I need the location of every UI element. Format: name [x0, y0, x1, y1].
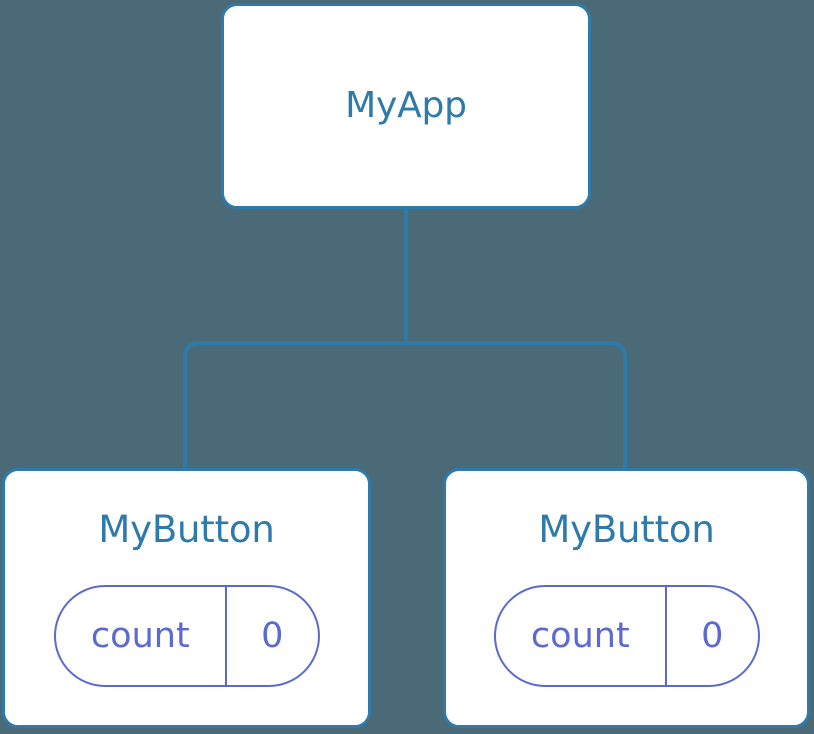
node-card-mybutton-right[interactable]: MyButton count 0	[443, 468, 810, 728]
state-pill-key: count	[56, 587, 228, 685]
state-pill-key-label: count	[90, 615, 190, 656]
state-pill-value: 0	[227, 587, 317, 685]
connector-branch-right	[406, 341, 627, 470]
state-pill-count[interactable]: count 0	[493, 585, 760, 687]
state-pill-value-label: 0	[701, 615, 724, 656]
node-title: MyButton	[538, 508, 715, 551]
node-card-mybutton-left[interactable]: MyButton count 0	[2, 468, 371, 728]
node-title: MyButton	[98, 508, 275, 551]
node-title: MyApp	[345, 85, 467, 126]
state-pill-key-label: count	[530, 615, 630, 656]
state-pill-key: count	[496, 587, 668, 685]
state-pill-value: 0	[667, 587, 757, 685]
connector-branch-left	[183, 341, 406, 470]
node-card-myapp[interactable]: MyApp	[221, 3, 591, 209]
state-pill-value-label: 0	[261, 615, 284, 656]
state-pill-count[interactable]: count 0	[53, 585, 320, 687]
